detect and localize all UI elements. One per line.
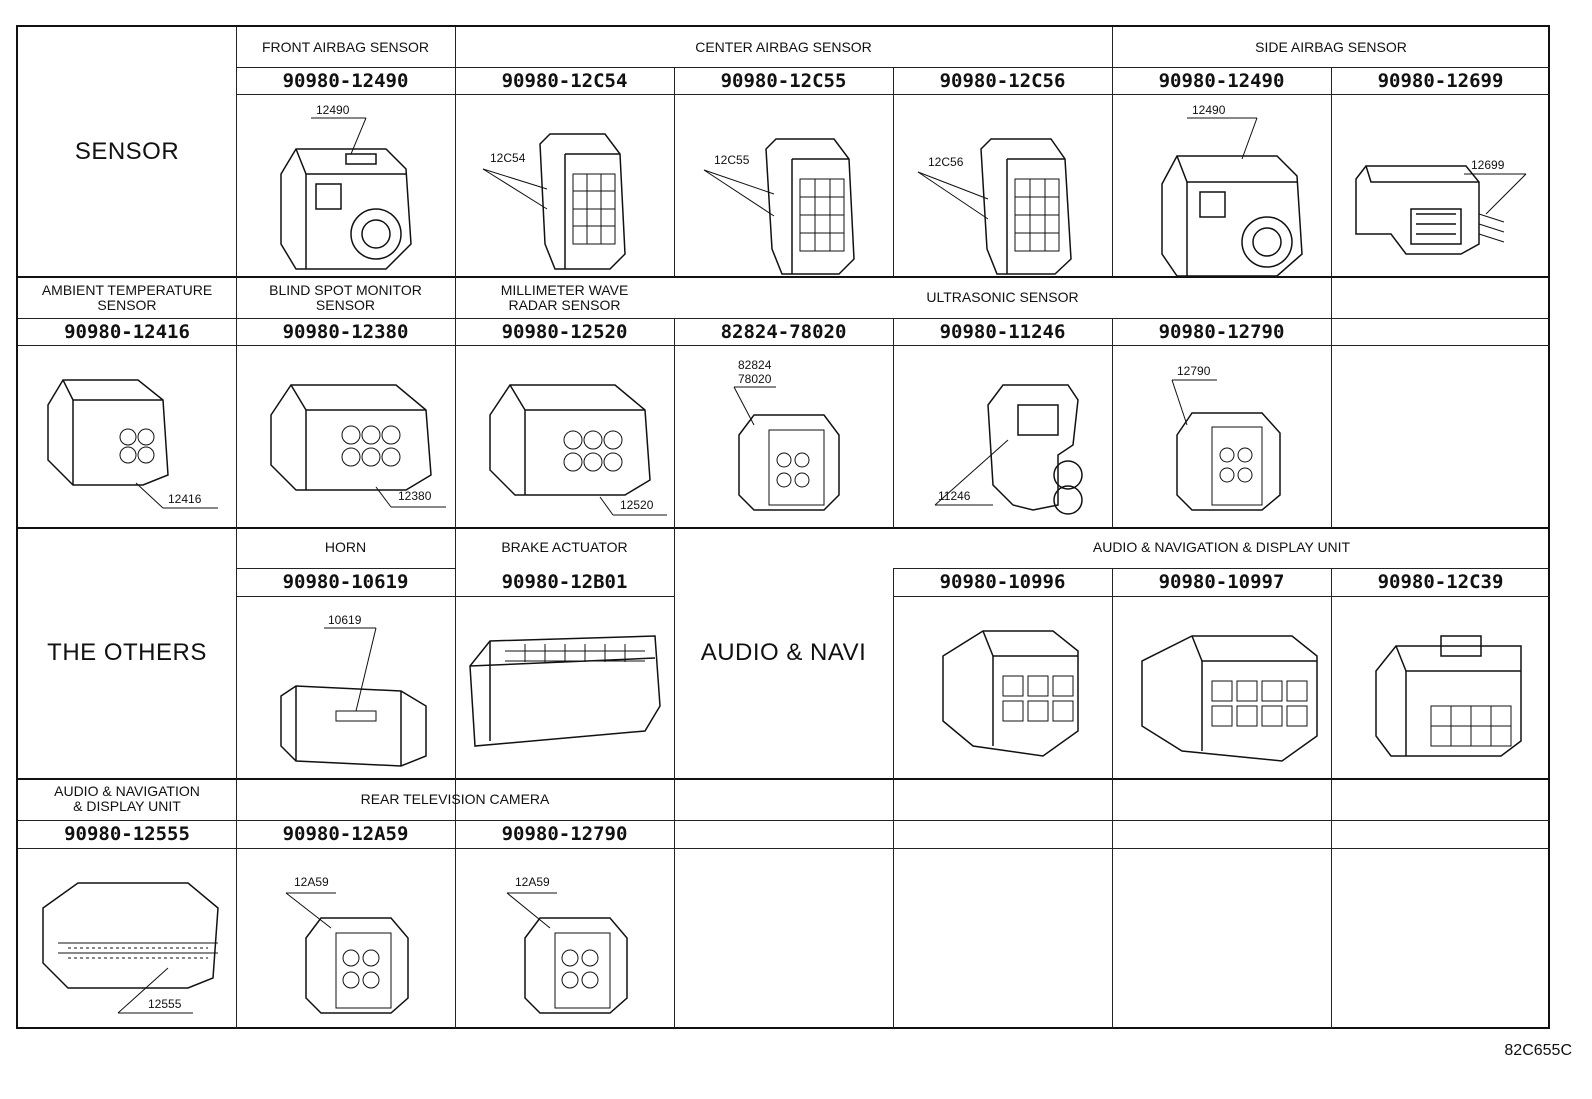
- part-number: 90980-10619: [282, 571, 409, 593]
- connector-illustration-audio-12c39: [1331, 596, 1550, 778]
- callout-label: 11246: [938, 489, 971, 503]
- callout-label: 12555: [148, 997, 182, 1011]
- connector-illustration-brake: [455, 596, 674, 778]
- connector-illustration-center-airbag-12c54: 12C54: [455, 94, 674, 276]
- part-number: 82824-78020: [720, 320, 847, 343]
- connector-illustration-center-airbag-12c55: 12C55: [674, 94, 893, 276]
- callout-label: 12A59: [294, 875, 329, 889]
- callout-label: 12A59: [515, 875, 550, 889]
- part-number: 90980-12C55: [720, 69, 847, 92]
- callout-label: 12C56: [928, 155, 964, 169]
- callout-label: 12790: [1177, 364, 1211, 378]
- part-number: 90980-10997: [1158, 571, 1285, 593]
- callout-label: 12416: [168, 492, 202, 506]
- category-audio-navi: AUDIO & NAVI: [700, 638, 867, 666]
- callout-label: 12699: [1471, 158, 1505, 172]
- part-number: 90980-12490: [1158, 69, 1285, 92]
- part-number: 90980-12380: [282, 320, 409, 343]
- header-ultrasonic: ULTRASONIC SENSOR: [926, 289, 1079, 305]
- connector-illustration-audio-10997: [1112, 596, 1331, 778]
- header-ambient-temp: AMBIENT TEMPERATURE SENSOR: [41, 281, 213, 313]
- callout-label: 78020: [738, 372, 772, 386]
- connector-illustration-ultrasonic-11246: 11246: [893, 345, 1112, 527]
- header-center-airbag: CENTER AIRBAG SENSOR: [695, 38, 872, 55]
- part-number: 90980-12A59: [282, 823, 409, 845]
- connector-illustration-rear-camera-12a59: 12A59: [236, 848, 455, 1029]
- connector-illustration-rear-camera-12790: 12A59: [455, 848, 674, 1029]
- part-number: 90980-12790: [1158, 320, 1285, 343]
- part-number: 90980-11246: [939, 320, 1066, 343]
- part-number: 90980-12C54: [501, 69, 628, 92]
- part-number: 90980-12490: [282, 69, 409, 92]
- connector-illustration-center-airbag-12c56: 12C56: [893, 94, 1112, 276]
- callout-label: 12C55: [714, 153, 750, 167]
- connector-illustration-horn: 10619: [236, 596, 455, 778]
- connector-illustration-side-airbag-12490: 12490: [1112, 94, 1331, 277]
- connector-illustration-mmwave: 12520: [455, 345, 674, 527]
- part-number: 90980-12416: [64, 320, 190, 343]
- connector-illustration-side-airbag-12699: 12699: [1331, 94, 1550, 276]
- connector-illustration-ambient-temp: 12416: [18, 345, 236, 527]
- category-sensor: SENSOR: [74, 138, 180, 165]
- part-number: 90980-12520: [501, 320, 628, 343]
- figure-id: 82C655C: [1504, 1042, 1572, 1059]
- callout-label: 12490: [1192, 103, 1226, 117]
- category-others: THE OTHERS: [47, 638, 207, 666]
- part-number: 90980-12790: [501, 823, 628, 845]
- header-audio-nav-2: AUDIO & NAVIGATION & DISPLAY UNIT: [54, 783, 200, 814]
- header-front-airbag: FRONT AIRBAG SENSOR: [262, 38, 429, 55]
- callout-label: 12520: [620, 498, 654, 512]
- part-number: 90980-12555: [64, 823, 190, 845]
- part-number: 90980-12B01: [501, 571, 628, 593]
- connector-illustration-ultrasonic-12790: 12790: [1112, 345, 1331, 527]
- header-brake: BRAKE ACTUATOR: [501, 539, 628, 555]
- callout-label: 12380: [398, 489, 432, 503]
- part-number: 90980-10996: [939, 571, 1066, 593]
- callout-label: 12C54: [490, 151, 526, 165]
- connector-illustration-audio-12555: 12555: [18, 848, 236, 1029]
- header-mmwave: MILLIMETER WAVE RADAR SENSOR: [500, 281, 629, 313]
- header-rear-camera: REAR TELEVISION CAMERA: [360, 790, 550, 807]
- callout-label: 82824: [738, 358, 772, 372]
- part-number: 90980-12699: [1377, 69, 1504, 92]
- header-audio-nav: AUDIO & NAVIGATION & DISPLAY UNIT: [1092, 539, 1351, 555]
- connector-illustration-front-airbag: 12490: [236, 94, 455, 276]
- connector-table: SENSOR THE OTHERS AUDIO & NAVI FRONT AIR…: [16, 25, 1550, 1029]
- connector-illustration-audio-10996: [893, 596, 1112, 778]
- part-number: 90980-12C56: [939, 69, 1066, 92]
- connector-illustration-blind-spot: 12380: [236, 345, 455, 527]
- connector-illustration-ultrasonic-82824: 82824 78020: [674, 345, 893, 527]
- header-horn: HORN: [324, 539, 367, 555]
- header-side-airbag: SIDE AIRBAG SENSOR: [1255, 38, 1407, 55]
- callout-label: 12490: [316, 103, 350, 117]
- part-number: 90980-12C39: [1377, 571, 1504, 593]
- callout-label: 10619: [328, 613, 362, 627]
- header-blind-spot: BLIND SPOT MONITOR SENSOR: [269, 281, 422, 313]
